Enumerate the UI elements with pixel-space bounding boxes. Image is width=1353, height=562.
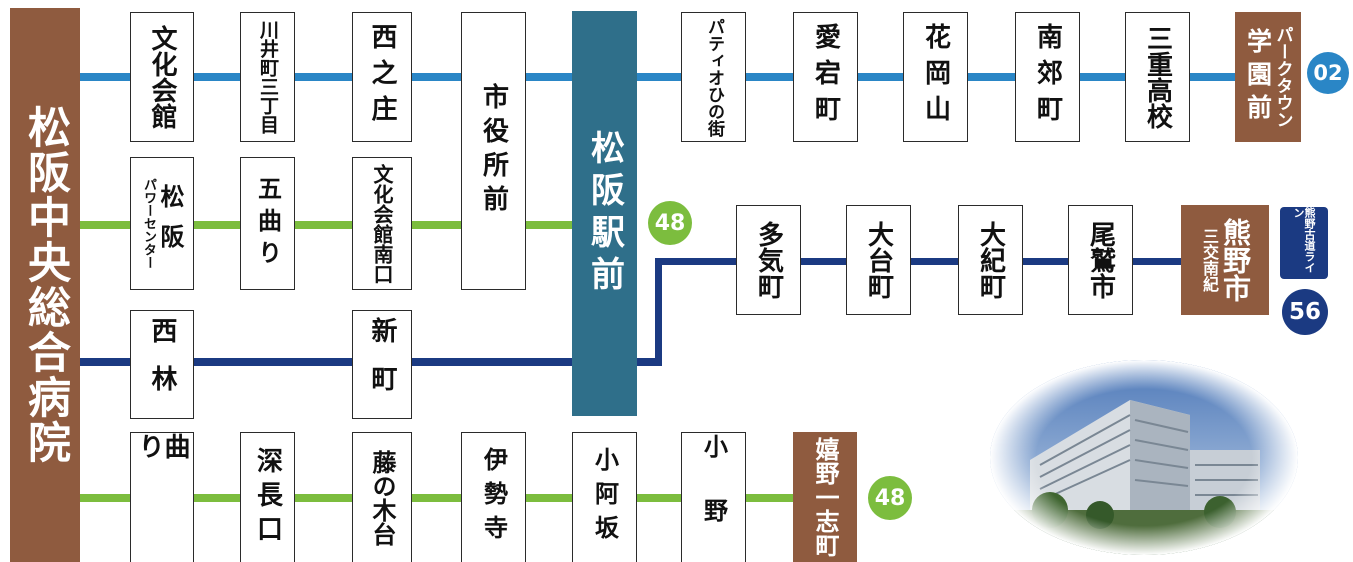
route-badge-56: 56 (1282, 289, 1328, 335)
stop-magari[interactable]: 曲り (130, 432, 194, 562)
stop-label: 愛宕町 (810, 23, 841, 131)
stop-label: 西之庄 (367, 23, 397, 131)
stop-label: 藤の木台 (368, 449, 396, 546)
stop-mie-koko[interactable]: 三重高校 (1125, 12, 1190, 142)
kumano-kodo-line-label: 熊野古道ライン (1280, 207, 1328, 279)
stop-ono[interactable]: 小野 (681, 432, 746, 562)
route-badge-02: 02 (1307, 52, 1349, 94)
terminal-sub-label: パークタウン (1272, 26, 1293, 128)
terminal-main-label: 嬉野一志町 (811, 437, 839, 557)
terminal-main-label: 学園前 (1243, 27, 1273, 127)
stop-nishibayashi[interactable]: 西林 (130, 310, 194, 419)
stop-matsusaka-power-center[interactable]: パワーセンター 松阪 (130, 157, 194, 290)
stop-fukanaguchi[interactable]: 深長口 (240, 432, 295, 562)
stop-label: 新町 (367, 316, 397, 413)
route-number: 48 (874, 485, 906, 511)
stop-label: 文化会館南口 (370, 163, 394, 284)
stop-gomagari[interactable]: 五曲り (240, 157, 295, 290)
terminal-ureshino-ishicho[interactable]: 嬉野一志町 (793, 432, 857, 562)
stop-takicho[interactable]: 多気町 (736, 205, 801, 315)
terminal-sub-label: 三交南紀 (1200, 228, 1219, 292)
stop-nishinosho[interactable]: 西之庄 (352, 12, 412, 142)
stop-label: 小阿坂 (590, 446, 619, 549)
stop-shiyakusho-mae[interactable]: 市役所前 (461, 12, 526, 290)
hub-stop[interactable]: 松阪駅前 (572, 11, 637, 416)
stop-label: 南郊町 (1032, 23, 1063, 131)
hospital-photo (990, 360, 1298, 555)
stop-odaicho[interactable]: 大台町 (846, 205, 911, 315)
stop-label: 小野 (699, 433, 728, 562)
stop-bunka-kaikan[interactable]: 文化会館 (130, 12, 194, 142)
route-badge-48-top: 48 (648, 201, 692, 245)
stop-label: 深長口 (252, 446, 283, 549)
stop-shinmachi[interactable]: 新町 (352, 310, 412, 419)
route-navy-line-right (655, 258, 1190, 265)
stop-taikicho[interactable]: 大紀町 (958, 205, 1023, 315)
stop-oazaka[interactable]: 小阿坂 (572, 432, 637, 562)
stop-label: 文化会館 (147, 25, 177, 129)
stop-patio[interactable]: パティオひの街 (681, 12, 746, 142)
stop-label: 市役所前 (478, 83, 509, 219)
stop-label: 花岡山 (920, 23, 951, 131)
hub-label: 松阪駅前 (584, 129, 625, 298)
stop-label: 五曲り (253, 175, 282, 272)
route-number: 48 (654, 210, 686, 236)
route-number: 56 (1288, 299, 1321, 325)
stop-hanaokayama[interactable]: 花岡山 (903, 12, 968, 142)
stop-nankocho[interactable]: 南郊町 (1015, 12, 1080, 142)
stop-label: 川井町三丁目 (257, 20, 279, 134)
stop-bunka-kaikan-minamiguchi[interactable]: 文化会館南口 (352, 157, 412, 290)
stop-owase-shi[interactable]: 尾鷲市 (1068, 205, 1133, 315)
stop-iseji[interactable]: 伊勢寺 (461, 432, 526, 562)
route-navy-line-riser (655, 258, 662, 366)
stop-label: 曲り (134, 433, 190, 505)
route-blue-line (80, 73, 1250, 81)
terminal-kumano-shi[interactable]: 三交南紀 熊野市 (1181, 205, 1269, 315)
stop-label: パティオひの街 (704, 17, 724, 137)
stop-fujinokidai[interactable]: 藤の木台 (352, 432, 412, 562)
route-number: 02 (1313, 61, 1343, 85)
stop-label: 多気町 (753, 221, 784, 299)
stop-label: 大台町 (863, 221, 894, 299)
route-badge-48-bottom: 48 (868, 476, 912, 520)
origin-label: 松阪中央総合病院 (20, 105, 71, 465)
stop-label: 尾鷲市 (1085, 221, 1116, 299)
route-green-top-line (80, 221, 580, 229)
stop-atagocho[interactable]: 愛宕町 (793, 12, 858, 142)
route-green-bottom-line (80, 494, 800, 502)
stop-sub-label: パワーセンター (141, 178, 156, 269)
stop-label: 西林 (147, 316, 177, 413)
stop-label: 松阪 (156, 183, 184, 264)
terminal-gakuenmae[interactable]: 学園前 パークタウン (1235, 12, 1301, 142)
origin-stop[interactable]: 松阪中央総合病院 (10, 8, 80, 562)
stop-label: 三重高校 (1142, 25, 1173, 129)
stop-label: 大紀町 (975, 221, 1006, 299)
terminal-main-label: 熊野市 (1219, 218, 1252, 302)
stop-label: 伊勢寺 (479, 446, 508, 549)
stop-kawaicho[interactable]: 川井町三丁目 (240, 12, 295, 142)
